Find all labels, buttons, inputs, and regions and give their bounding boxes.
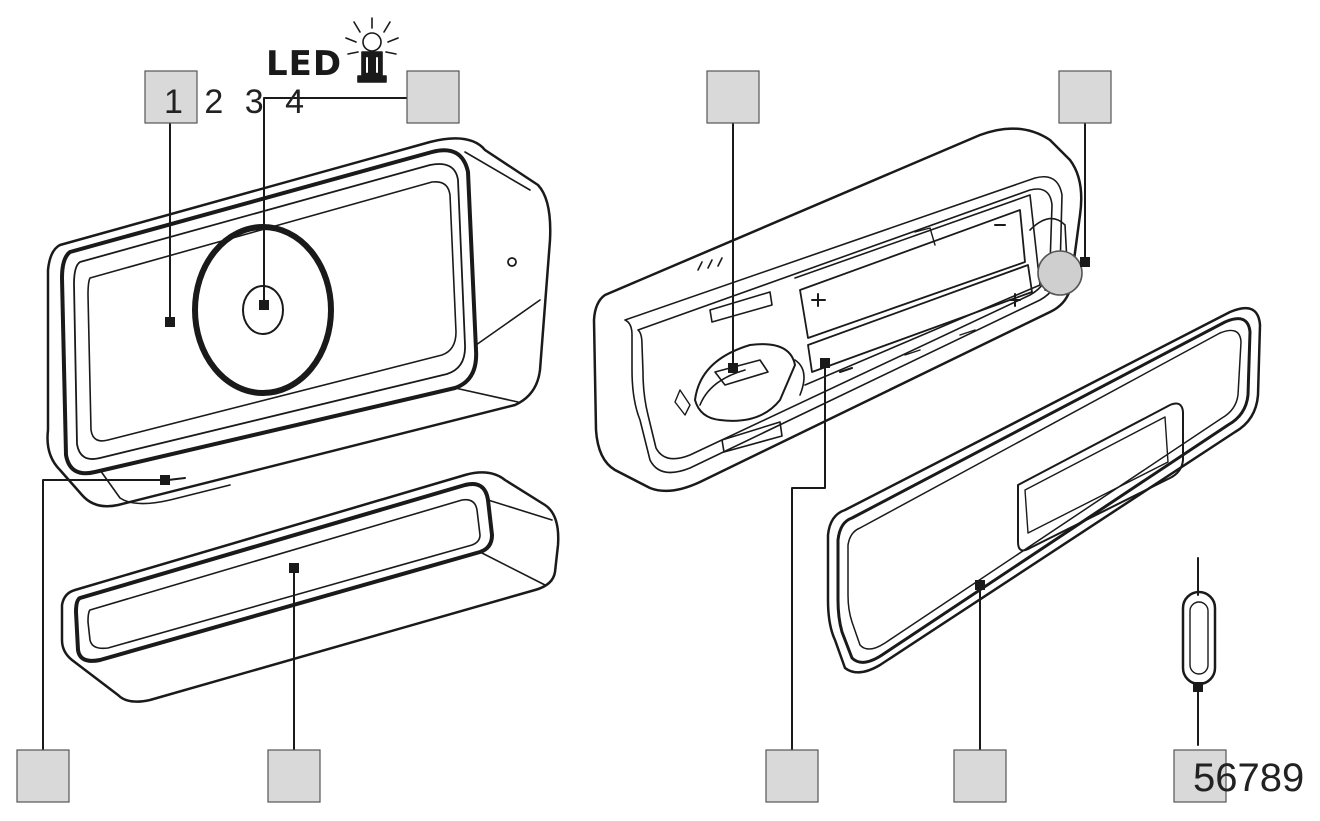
- led-label: LED: [266, 44, 343, 84]
- callout-box-sensor: [16, 749, 70, 803]
- callout-numbers-bottom: 56789: [1193, 756, 1305, 800]
- callout-dots: [160, 257, 1203, 692]
- wrist-strap: [1181, 557, 1217, 746]
- callout-box-front-panel: [144, 70, 198, 124]
- rear-housing: [592, 127, 1083, 493]
- front-cover: [60, 471, 560, 703]
- callout-box-battery: [765, 749, 819, 803]
- callout-box-magnet: [1058, 70, 1112, 124]
- callout-box-led: [406, 70, 460, 124]
- callout-numbers-top: 1 2 3 4: [164, 83, 310, 121]
- led-bulb-icon: [345, 17, 399, 83]
- cover-plate: [826, 306, 1262, 674]
- leader-lines: [42, 97, 1086, 751]
- callout-box-battery-cover: [706, 70, 760, 124]
- callout-box-front-cover: [267, 749, 321, 803]
- callout-box-strap: [1173, 749, 1227, 803]
- callout-boxes: [16, 70, 1227, 803]
- front-housing: [46, 137, 552, 508]
- callout-box-cover-plate: [953, 749, 1007, 803]
- magnet: [1037, 250, 1083, 296]
